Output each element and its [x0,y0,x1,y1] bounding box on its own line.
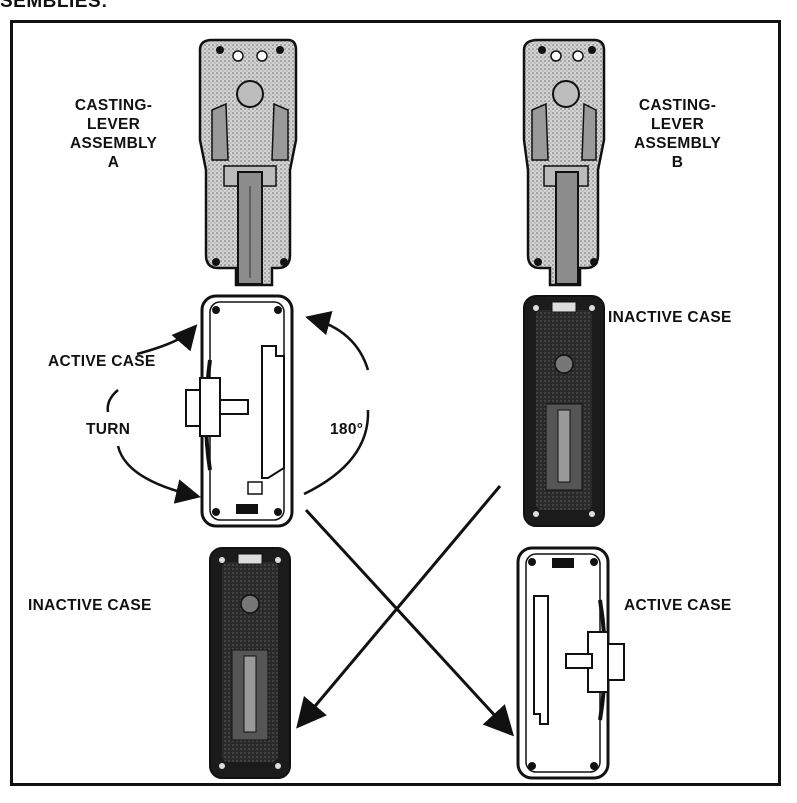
label-casting-lever-assembly-b: CASTING- LEVER ASSEMBLY B [634,97,722,171]
label-180-degrees: 180° [330,421,364,438]
diagram-frame [10,20,781,786]
label-casting-lever-assembly-a: CASTING- LEVER ASSEMBLY A [70,97,158,171]
swap-arrows [296,485,515,737]
active-case-bottom-right [516,546,625,780]
inactive-case-top-right [523,295,605,527]
figure-heading: SEMBLIES: [0,0,108,12]
label-inactive-case-top-right: INACTIVE CASE [608,309,732,326]
inactive-case-bottom-left [209,547,291,779]
label-active-case-bottom-right: ACTIVE CASE [624,597,732,614]
turn-180-arrows [106,310,370,504]
casting-lever-assembly-a [198,38,298,287]
label-active-case-left: ACTIVE CASE [48,353,156,370]
label-turn: TURN [86,421,131,438]
casting-lever-assembly-b [522,38,606,287]
active-case-left [185,294,294,528]
label-inactive-case-bottom-left: INACTIVE CASE [28,597,152,614]
